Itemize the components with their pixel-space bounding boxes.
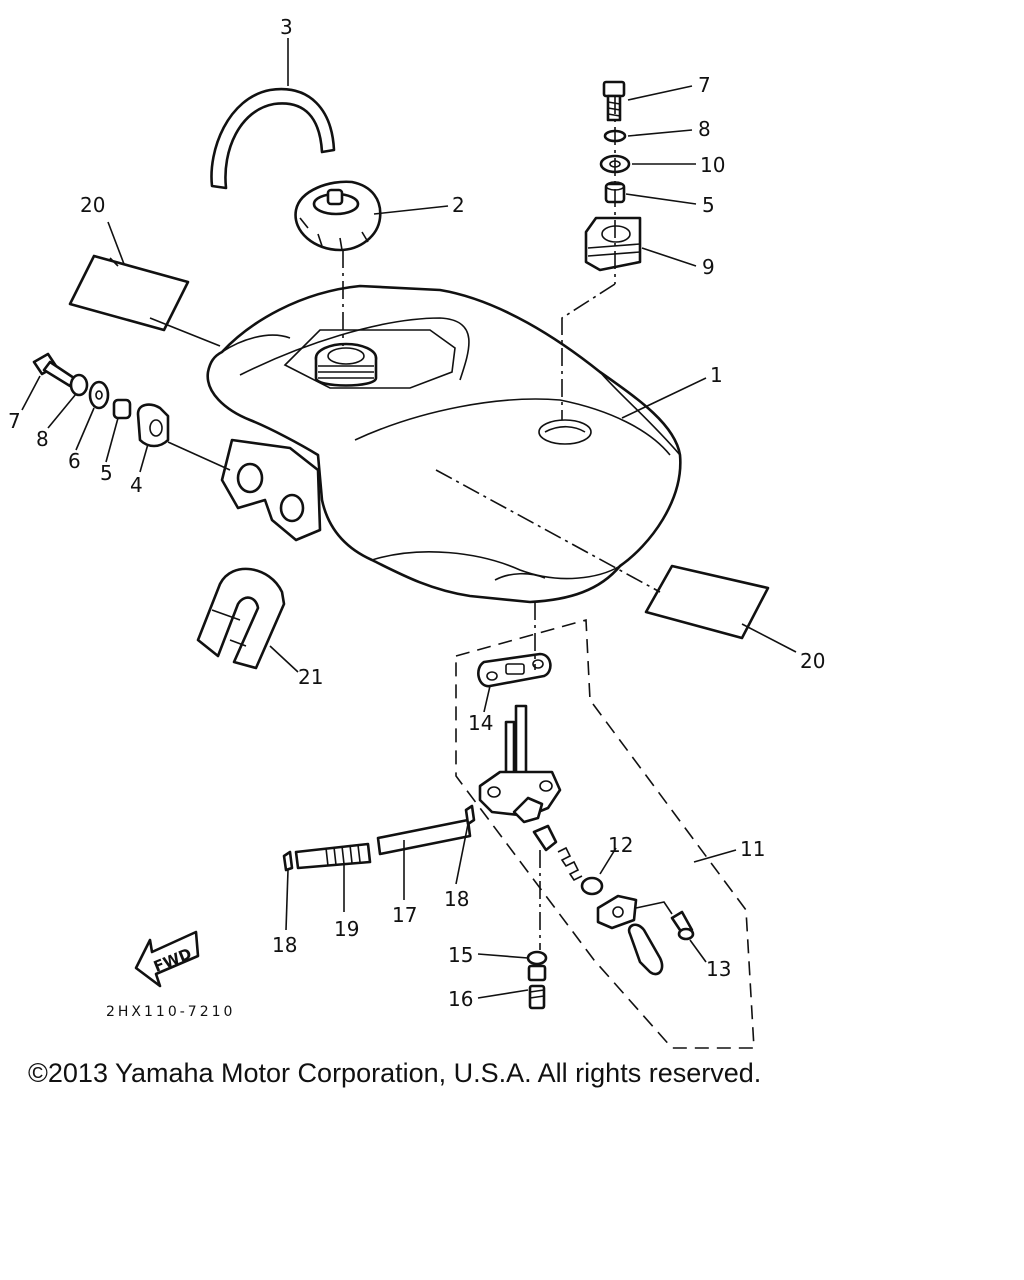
- fuel-cock-spring: [557, 846, 583, 882]
- fwd-arrow-icon: FWD: [134, 930, 200, 988]
- clip-18-right: [464, 804, 476, 826]
- callout-13: 13: [706, 957, 731, 981]
- o-ring-12: [580, 876, 604, 896]
- fuel-cock-cup: [532, 824, 558, 852]
- callout-8-right: 8: [698, 117, 711, 141]
- copyright-notice: ©2013 Yamaha Motor Corporation, U.S.A. A…: [28, 1058, 762, 1088]
- lock-washer-left: [69, 373, 89, 397]
- callout-7-left: 7: [8, 409, 21, 433]
- fuel-cap: [294, 180, 382, 252]
- damper-4: [136, 403, 170, 448]
- damper-9: [584, 216, 642, 272]
- centerline-emblem: [435, 469, 661, 593]
- fuel-cock-lever: [627, 923, 664, 976]
- fuel-cock-gasket-14: [477, 652, 552, 688]
- callout-21: 21: [298, 665, 323, 689]
- callout-4: 4: [130, 473, 143, 497]
- bolt-right: [602, 80, 626, 122]
- callout-6: 6: [68, 449, 81, 473]
- callout-17: 17: [392, 903, 417, 927]
- callout-7-right: 7: [698, 73, 711, 97]
- callout-16: 16: [448, 987, 473, 1011]
- hose-clip-21: [196, 567, 286, 670]
- gasket-15: [526, 950, 548, 982]
- callout-5-right: 5: [702, 193, 715, 217]
- callout-9: 9: [702, 255, 715, 279]
- washer-6: [88, 380, 110, 410]
- callout-10: 10: [700, 153, 725, 177]
- centerline-damper-to-tank: [561, 283, 616, 420]
- callout-20-left: 20: [80, 193, 105, 217]
- callout-11: 11: [740, 837, 765, 861]
- screw-13: [670, 910, 695, 941]
- fuel-tank-exploded-diagram: FWD 3 2: [8, 15, 825, 1049]
- callout-2: 2: [452, 193, 465, 217]
- callout-5-left: 5: [100, 461, 113, 485]
- callout-20-right: 20: [800, 649, 825, 673]
- fuel-cock-plate: [596, 894, 638, 930]
- fuel-cock-body: [478, 704, 562, 824]
- callout-1: 1: [710, 363, 723, 387]
- collar-left: [112, 398, 132, 420]
- pipe-19: [294, 842, 372, 870]
- callout-3: 3: [280, 15, 293, 39]
- fuel-cock-assembly-outline: [455, 618, 755, 1049]
- fuel-tank: [206, 284, 682, 604]
- bolt-left: [32, 352, 76, 388]
- fuel-hose-17: [376, 818, 472, 856]
- callout-19: 19: [334, 917, 359, 941]
- clip-18-left: [282, 850, 294, 872]
- callout-12: 12: [608, 833, 633, 857]
- breather-hose: [210, 87, 336, 190]
- callout-18-right: 18: [444, 887, 469, 911]
- drain-bolt-16: [528, 984, 546, 1010]
- callout-14: 14: [468, 711, 493, 735]
- callout-15: 15: [448, 943, 473, 967]
- emblem-left: [68, 254, 190, 332]
- leader-lines: [21, 38, 797, 999]
- callout-18-left: 18: [272, 933, 297, 957]
- emblem-right: [644, 564, 770, 640]
- drawing-code: 2HX110-7210: [106, 1004, 235, 1020]
- callout-8-left: 8: [36, 427, 49, 451]
